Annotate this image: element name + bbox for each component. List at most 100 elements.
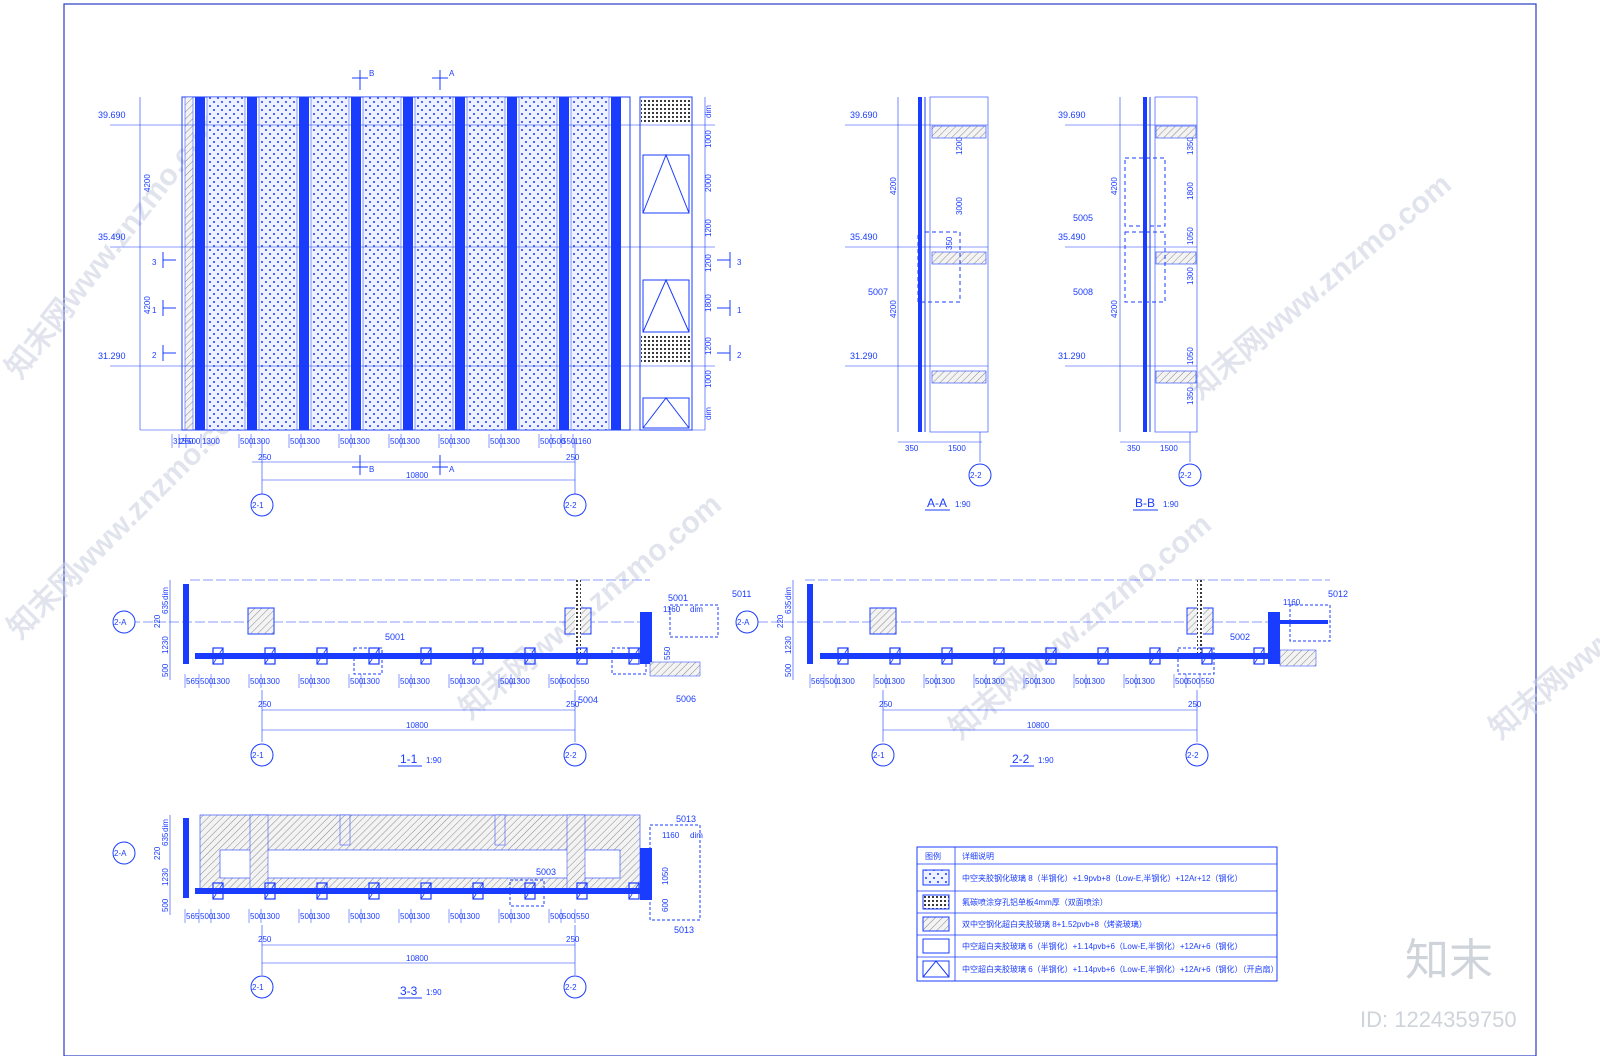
section-mark-label: A: [449, 465, 455, 474]
callout-label: 5007: [868, 287, 888, 297]
bottom-dim: 500: [1187, 677, 1201, 686]
legend-row-text: 中空夹胶钢化玻璃 8（半钢化）+1.9pvb+8（Low-E,半钢化）+12Ar…: [962, 873, 1243, 883]
mullion-profile: [1097, 647, 1109, 665]
side-wall: [183, 584, 189, 664]
bottom-dim: 500: [450, 912, 464, 921]
left-dim: dim: [161, 587, 170, 600]
bottom-dim: 1300: [937, 677, 955, 686]
section-scale: 1:90: [426, 988, 442, 997]
opening-hatch: [641, 98, 691, 122]
mullion-bar: [247, 97, 257, 430]
bottom-dim: 1300: [512, 912, 530, 921]
bottom-dim: 1300: [352, 437, 370, 446]
callout-box: [917, 231, 961, 303]
callout-box: [1289, 604, 1331, 642]
bottom-dim: 500: [300, 677, 314, 686]
mullion-row: [212, 882, 640, 900]
end-slab: [649, 661, 701, 677]
callout-label: 5004: [578, 695, 598, 705]
axis-label: 2-1: [873, 751, 885, 760]
axis-bubble: [1185, 743, 1209, 767]
bottom-dim: 1300: [312, 912, 330, 921]
bottom-dim: 500: [440, 437, 454, 446]
floor-height-label: 4200: [889, 300, 898, 318]
bottom-dim: 1300: [462, 912, 480, 921]
offset-dim: 250: [566, 935, 580, 944]
section-title: 3-3: [400, 984, 418, 998]
mullion-profile: [889, 647, 901, 665]
column: [869, 607, 897, 635]
axis-label: 2-2: [565, 983, 577, 992]
mullion-profile: [212, 647, 224, 665]
mullion-profile: [368, 647, 380, 665]
end-return: [640, 848, 652, 900]
section-title: A-A: [927, 496, 947, 510]
legend-sash-mark: [922, 960, 950, 978]
callout-box: [353, 647, 383, 675]
axis-label: 2-2: [565, 751, 577, 760]
section-title: 2-2: [1012, 752, 1030, 766]
mullion-profile: [576, 882, 588, 900]
right-dim: 1300: [1186, 267, 1195, 285]
bottom-dim: 1500: [1160, 444, 1178, 453]
sheet-frame: [63, 3, 1537, 1056]
bottom-dim: 500: [1125, 677, 1139, 686]
axis-bubble: [250, 975, 274, 999]
axis-bubble: [250, 493, 274, 517]
callout-label: 5003: [536, 867, 556, 877]
bottom-dim: 1300: [312, 677, 330, 686]
legend-swatch-ceramic-glass: [922, 916, 950, 932]
left-dim: 1230: [161, 636, 170, 654]
section-aa-drawing: 5007 39.690 35.490 31.290 4200 4200 1200…: [845, 96, 992, 511]
right-dim: 3000: [955, 197, 964, 215]
legend-swatch-dotted-glass: [922, 869, 950, 886]
opening-hatch: [641, 335, 691, 363]
bottom-dim: 500: [550, 677, 564, 686]
callout-label: 5005: [1073, 213, 1093, 223]
mullion-profile: [368, 882, 380, 900]
level-label: 39.690: [850, 110, 878, 120]
mullion-profile: [837, 647, 849, 665]
bottom-dim: 500: [250, 677, 264, 686]
mullion-profile: [1097, 647, 1109, 665]
slab: [1155, 125, 1197, 139]
bottom-dim: 315: [173, 437, 187, 446]
left-dim: dim: [784, 587, 793, 600]
bottom-dim: 500: [250, 912, 264, 921]
left-dim: 1230: [784, 636, 793, 654]
span-dim: 10800: [1027, 721, 1050, 730]
span-dim: 10800: [406, 721, 429, 730]
top-dim: 1160: [662, 831, 680, 840]
bottom-dim: 1300: [262, 912, 280, 921]
mullion-bar: [559, 97, 569, 430]
right-dim: 1200: [704, 254, 713, 272]
bottom-dim: 565: [186, 677, 200, 686]
right-dim: 1800: [1186, 182, 1195, 200]
mullion-bar: [507, 97, 517, 430]
bottom-dim: 500: [350, 677, 364, 686]
mullion-profile: [420, 882, 432, 900]
floor-height-label: 4200: [143, 296, 152, 314]
bottom-dim: 1300: [837, 677, 855, 686]
callout-box: [1177, 647, 1215, 675]
mullion-profile: [628, 882, 640, 900]
bottom-dim: 500: [490, 437, 504, 446]
bottom-dim: 500: [400, 912, 414, 921]
mullion-profile: [524, 647, 536, 665]
elev-tag: dim: [704, 407, 713, 420]
beam: [249, 814, 269, 890]
glass-wall: [820, 653, 1270, 659]
mullion-profile: [1253, 647, 1265, 665]
watermark-text: 知末网www.znzmo.com: [943, 508, 1217, 746]
side-wall: [183, 818, 189, 898]
right-dim: 2000: [704, 174, 713, 192]
opening-column: [639, 96, 693, 431]
axis-label: 2-2: [1187, 751, 1199, 760]
side-wall: [807, 584, 813, 664]
callout-box: [1124, 157, 1166, 227]
left-dim: 635: [161, 832, 170, 846]
mullion-profile: [316, 882, 328, 900]
glass-wall: [195, 888, 645, 894]
right-dim: 1000: [704, 370, 713, 388]
